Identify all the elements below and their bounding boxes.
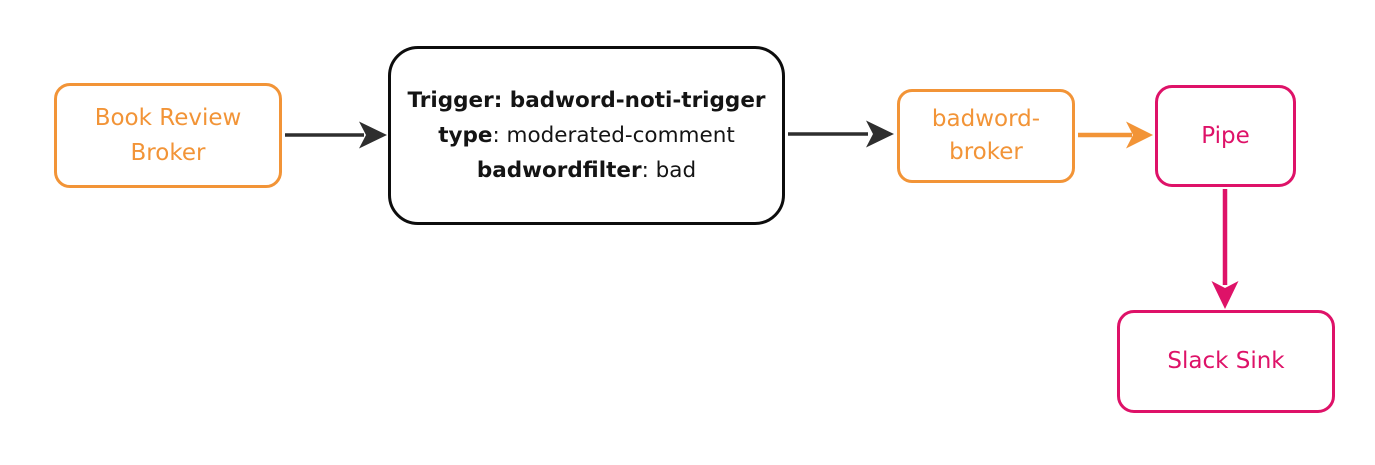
arrow-trigger-to-badword-broker: [788, 120, 894, 148]
node-label: badword- broker: [932, 103, 1040, 169]
node-trigger: Trigger: badword-noti-trigger type: mode…: [388, 46, 785, 225]
node-label: Book Review Broker: [95, 101, 242, 171]
node-pipe: Pipe: [1155, 85, 1296, 187]
label-line: Broker: [130, 139, 206, 166]
arrow-badword-broker-to-pipe: [1078, 121, 1153, 149]
trigger-text: Trigger: badword-noti-trigger type: mode…: [407, 83, 765, 188]
label-line: badword-: [931, 106, 1041, 132]
trigger-line-3: badwordfilter: bad: [476, 158, 697, 183]
node-label: Pipe: [1201, 122, 1250, 149]
arrowhead-icon: [1126, 121, 1153, 149]
label-line: Book Review: [94, 104, 242, 131]
node-book-review-broker: Book Review Broker: [54, 83, 282, 188]
arrowhead-icon: [866, 120, 894, 148]
arrow-book-review-broker-to-trigger: [285, 121, 387, 149]
arrow-pipe-to-slack-sink: [1211, 189, 1239, 309]
trigger-line-2: type: moderated-comment: [438, 123, 735, 148]
node-slack-sink: Slack Sink: [1117, 310, 1335, 413]
label-line: broker: [949, 139, 1023, 165]
trigger-line-1: Trigger: badword-noti-trigger: [407, 88, 766, 113]
arrowhead-icon: [1211, 281, 1239, 309]
node-badword-broker: badword- broker: [897, 89, 1075, 183]
arrowhead-icon: [359, 121, 387, 149]
node-label: Slack Sink: [1167, 348, 1285, 374]
